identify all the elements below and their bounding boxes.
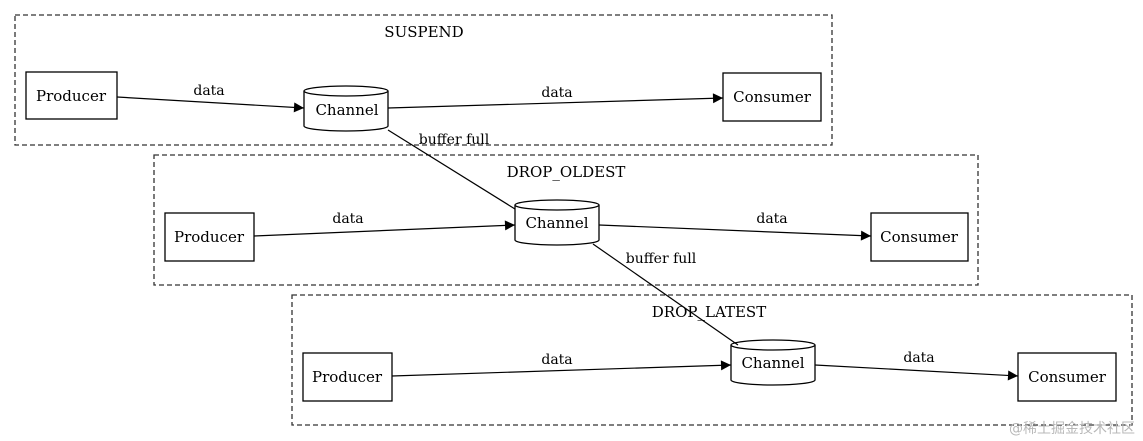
cluster-title: DROP_LATEST: [652, 303, 766, 321]
edge-label: data: [756, 211, 787, 227]
producer-node: Producer: [25, 71, 118, 120]
cluster-border: [291, 294, 1133, 426]
consumer-node: Consumer: [722, 72, 822, 122]
edge-label: buffer full: [626, 251, 697, 267]
channel-node: Channel: [303, 85, 389, 132]
edge-buffer-full-2: buffer full: [592, 243, 739, 346]
edge-buffer-full-1: buffer full: [387, 129, 516, 210]
edge-label: data: [903, 350, 934, 366]
edge-producer-to-channel: data: [391, 352, 732, 377]
edge-channel-to-consumer: data: [387, 85, 724, 109]
cluster-suspend: SUSPEND Producer Channel Consumer data d…: [14, 14, 833, 146]
cluster-border: [153, 154, 979, 286]
consumer-node: Consumer: [1017, 352, 1117, 402]
edge-label: data: [332, 211, 363, 227]
cluster-title: SUSPEND: [384, 23, 463, 41]
channel-label: Channel: [525, 214, 588, 232]
producer-label: Producer: [312, 368, 383, 386]
producer-node: Producer: [164, 212, 255, 262]
consumer-node: Consumer: [870, 212, 969, 262]
producer-label: Producer: [174, 228, 245, 246]
cluster-border: [14, 14, 833, 146]
channel-label: Channel: [741, 354, 804, 372]
edge-channel-to-consumer: data: [814, 350, 1019, 381]
cluster-title: DROP_OLDEST: [507, 163, 626, 181]
watermark: @稀土掘金技术社区: [1009, 421, 1135, 437]
consumer-label: Consumer: [733, 88, 812, 106]
cluster-drop-oldest: DROP_OLDEST Producer Channel Consumer da…: [153, 154, 979, 286]
cluster-drop-latest: DROP_LATEST Producer Channel Consumer da…: [291, 294, 1133, 426]
consumer-label: Consumer: [880, 228, 959, 246]
producer-label: Producer: [36, 87, 107, 105]
channel-label: Channel: [315, 101, 378, 119]
edge-label: buffer full: [419, 132, 490, 148]
consumer-label: Consumer: [1028, 368, 1107, 386]
edge-label: data: [541, 85, 572, 101]
edge-label: data: [541, 352, 572, 368]
edge-producer-to-channel: data: [116, 83, 305, 113]
producer-node: Producer: [302, 352, 393, 402]
channel-node: Channel: [730, 339, 816, 386]
edge-channel-to-consumer: data: [598, 211, 872, 241]
edge-label: data: [193, 83, 224, 99]
edge-producer-to-channel: data: [253, 211, 516, 237]
channel-node: Channel: [514, 199, 600, 246]
